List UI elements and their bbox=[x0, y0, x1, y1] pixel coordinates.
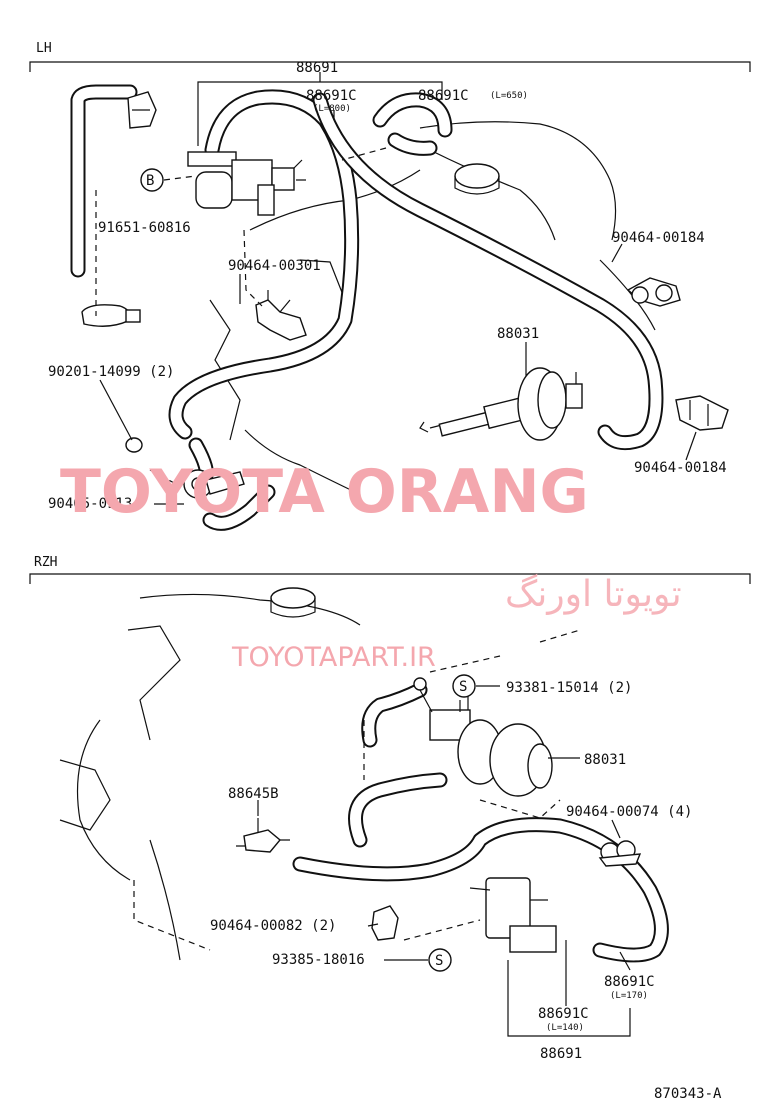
lh-label-88691: 88691 bbox=[296, 60, 338, 76]
lh-band-clamp bbox=[81, 304, 141, 327]
lh-connector bbox=[127, 91, 157, 129]
lh-section-label: LH bbox=[36, 41, 52, 56]
lh-dash-grommet bbox=[149, 469, 177, 485]
rzh-label-88031: 88031 bbox=[584, 752, 626, 768]
rzh-section-label: RZH bbox=[34, 555, 57, 570]
lh-dash-hose bbox=[341, 147, 387, 161]
lh-label-88691c-b-len: (L=650) bbox=[490, 91, 528, 101]
rzh-label-93381: 93381-15014 (2) bbox=[506, 680, 632, 696]
rzh-leader-00074 bbox=[611, 819, 621, 839]
rzh-dash-top bbox=[429, 629, 581, 673]
lh-3way-joint bbox=[183, 469, 245, 499]
rzh-frame-line bbox=[29, 573, 751, 584]
watermark: TOYOTA ORANG تویوتا اورنگ TOYOTAPART.IR bbox=[60, 457, 682, 673]
rzh-section: RZH bbox=[29, 555, 751, 1062]
lh-dash-clip bbox=[243, 229, 263, 307]
rzh-engine-outline bbox=[59, 587, 361, 961]
lh-label-88691c-a: 88691C bbox=[306, 88, 357, 104]
lh-label-90405: 90405-09134 bbox=[48, 496, 141, 512]
lh-b-marker-text: B bbox=[146, 173, 154, 189]
lh-leader-00184-bot bbox=[685, 431, 697, 461]
figure-code: 870343-A bbox=[654, 1086, 722, 1102]
rzh-label-88691c-right-len: (L=170) bbox=[610, 991, 648, 1001]
rzh-dash-engine bbox=[133, 880, 211, 951]
lh-label-88691c-a-len: (L=800) bbox=[313, 104, 351, 114]
lh-leader-90201 bbox=[99, 379, 133, 441]
rzh-clip-00074 bbox=[598, 840, 642, 867]
rzh-label-88691c-mid-len: (L=140) bbox=[546, 1023, 584, 1033]
lh-label-90464-00184-top: 90464-00184 bbox=[612, 230, 705, 246]
lh-label-90464-00301: 90464-00301 bbox=[228, 258, 321, 274]
lh-section: LH bbox=[29, 41, 751, 531]
watermark-url: TOYOTAPART.IR bbox=[231, 642, 436, 673]
rzh-s-marker-top-text: S bbox=[459, 679, 467, 695]
rzh-hoses bbox=[292, 682, 669, 963]
lh-clip-00184-bot bbox=[675, 395, 729, 431]
lh-leader-00184-top bbox=[611, 243, 623, 263]
watermark-latin: TOYOTA ORANG bbox=[60, 457, 589, 527]
lh-grommet bbox=[125, 437, 143, 453]
lh-vsv-valve bbox=[187, 151, 306, 216]
rzh-s-marker-top bbox=[452, 674, 476, 698]
rzh-leader-00082 bbox=[367, 923, 379, 927]
rzh-vsv-valve bbox=[469, 877, 557, 953]
rzh-label-88691: 88691 bbox=[540, 1046, 582, 1062]
rzh-cap bbox=[270, 587, 316, 609]
lh-label-88031: 88031 bbox=[497, 326, 539, 342]
lh-engine-outline bbox=[209, 121, 656, 493]
rzh-label-90464-00082: 90464-00082 (2) bbox=[210, 918, 336, 934]
rzh-leader-88691c-right bbox=[619, 951, 631, 971]
rzh-actuator-88031 bbox=[413, 677, 553, 797]
rzh-s-marker-bot bbox=[428, 948, 452, 972]
lh-label-90464-00184-bot: 90464-00184 bbox=[634, 460, 727, 476]
rzh-clip-00082 bbox=[371, 905, 399, 941]
lh-dash-b bbox=[163, 175, 197, 181]
rzh-label-88691c-mid: 88691C bbox=[538, 1006, 589, 1022]
lh-frame-line bbox=[29, 61, 751, 72]
lh-label-91651: 91651-60816 bbox=[98, 220, 191, 236]
rzh-dash-vsv bbox=[403, 919, 481, 941]
rzh-label-90464-00074: 90464-00074 (4) bbox=[566, 804, 692, 820]
watermark-persian: تویوتا اورنگ bbox=[505, 573, 682, 615]
rzh-bracket-88691 bbox=[507, 960, 631, 1037]
rzh-s-marker-bot-text: S bbox=[435, 953, 443, 969]
filler-cap bbox=[454, 163, 500, 189]
rzh-dash-actuator bbox=[479, 799, 561, 819]
lh-actuator-88031 bbox=[419, 367, 583, 441]
lh-label-90201: 90201-14099 (2) bbox=[48, 364, 174, 380]
lh-label-88691c-b: 88691C bbox=[418, 88, 469, 104]
lh-clip-00301 bbox=[255, 290, 307, 341]
rzh-3way-88645b bbox=[236, 818, 290, 853]
rzh-label-88645b: 88645B bbox=[228, 786, 279, 802]
rzh-label-93385: 93385-18016 bbox=[272, 952, 365, 968]
lh-clip-00184-top bbox=[626, 277, 681, 307]
lh-b-marker bbox=[140, 168, 164, 192]
rzh-label-88691c-right: 88691C bbox=[604, 974, 655, 990]
